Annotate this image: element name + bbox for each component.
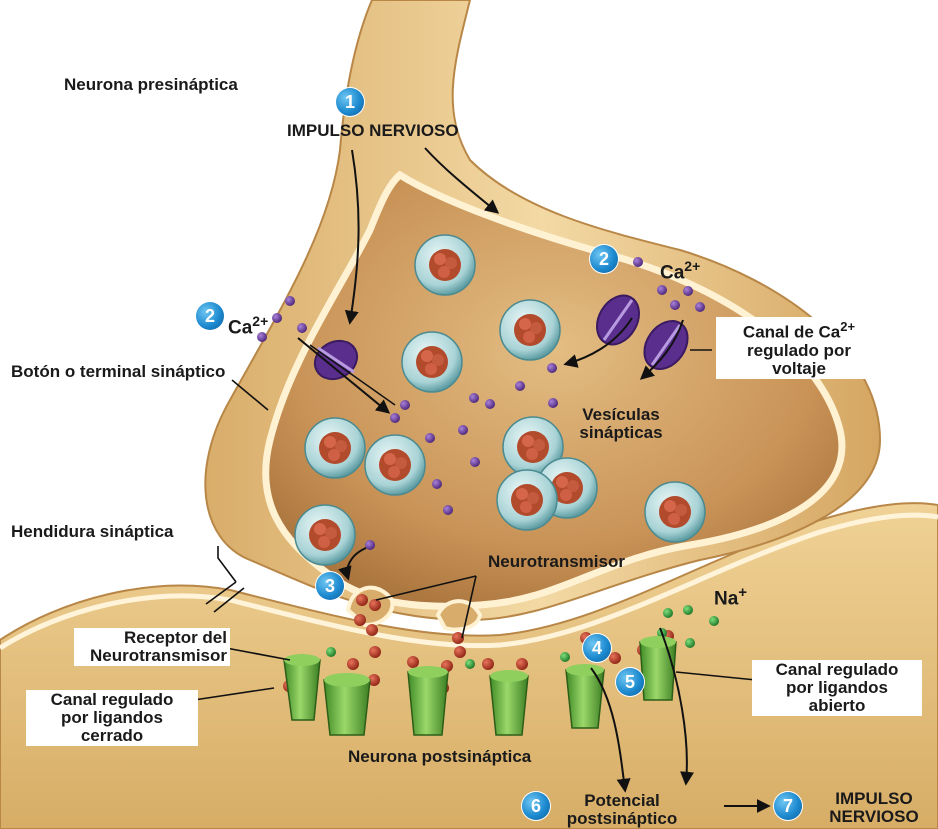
label-neurotransmitter: Neurotransmisor [488, 553, 625, 571]
step-5-badge: 5 [616, 668, 644, 696]
step-3-badge: 3 [316, 572, 344, 600]
vesicle [497, 470, 557, 530]
label-postsynaptic-potential: Potencial postsináptico [556, 792, 688, 828]
receptor [566, 664, 604, 728]
label-postsynaptic-neuron: Neurona postsináptica [348, 748, 531, 766]
label-ca-left: Ca2+ [228, 312, 268, 337]
receptor [408, 666, 448, 735]
exocytosis-pocket-2 [438, 601, 480, 629]
label-ca-right: Ca2+ [660, 257, 700, 282]
receptor [324, 673, 370, 735]
vesicle [365, 435, 425, 495]
receptor [640, 636, 676, 700]
step-7-badge: 7 [774, 792, 802, 820]
vesicle [402, 332, 462, 392]
vesicle [305, 418, 365, 478]
label-presynaptic-neuron: Neurona presináptica [64, 76, 238, 94]
vesicle [415, 235, 475, 295]
label-receptor: Receptor del Neurotransmisor [74, 628, 230, 666]
step-6-badge: 6 [522, 792, 550, 820]
step-1-badge: 1 [336, 88, 364, 116]
step-2-badge-right: 2 [590, 245, 618, 273]
label-na: Na+ [714, 584, 747, 608]
vesicle [295, 505, 355, 565]
vesicle [645, 482, 705, 542]
step-4-badge: 4 [583, 634, 611, 662]
label-nerve-impulse-end: IMPULSO NERVIOSO [824, 790, 924, 826]
receptor [490, 670, 528, 735]
label-nerve-impulse-top: IMPULSO NERVIOSO [287, 122, 459, 140]
label-vesicles: Vesículas sinápticas [562, 406, 680, 442]
label-closed-channel: Canal regulado por ligandos cerrado [26, 690, 198, 746]
vesicle [500, 300, 560, 360]
label-ca-channel: Canal de Ca2+ regulado por voltaje [716, 317, 882, 379]
label-synaptic-cleft: Hendidura sináptica [8, 522, 176, 542]
label-open-channel: Canal regulado por ligandos abierto [752, 660, 922, 716]
label-terminal-button: Botón o terminal sináptico [8, 362, 228, 382]
step-2-badge-left: 2 [196, 302, 224, 330]
